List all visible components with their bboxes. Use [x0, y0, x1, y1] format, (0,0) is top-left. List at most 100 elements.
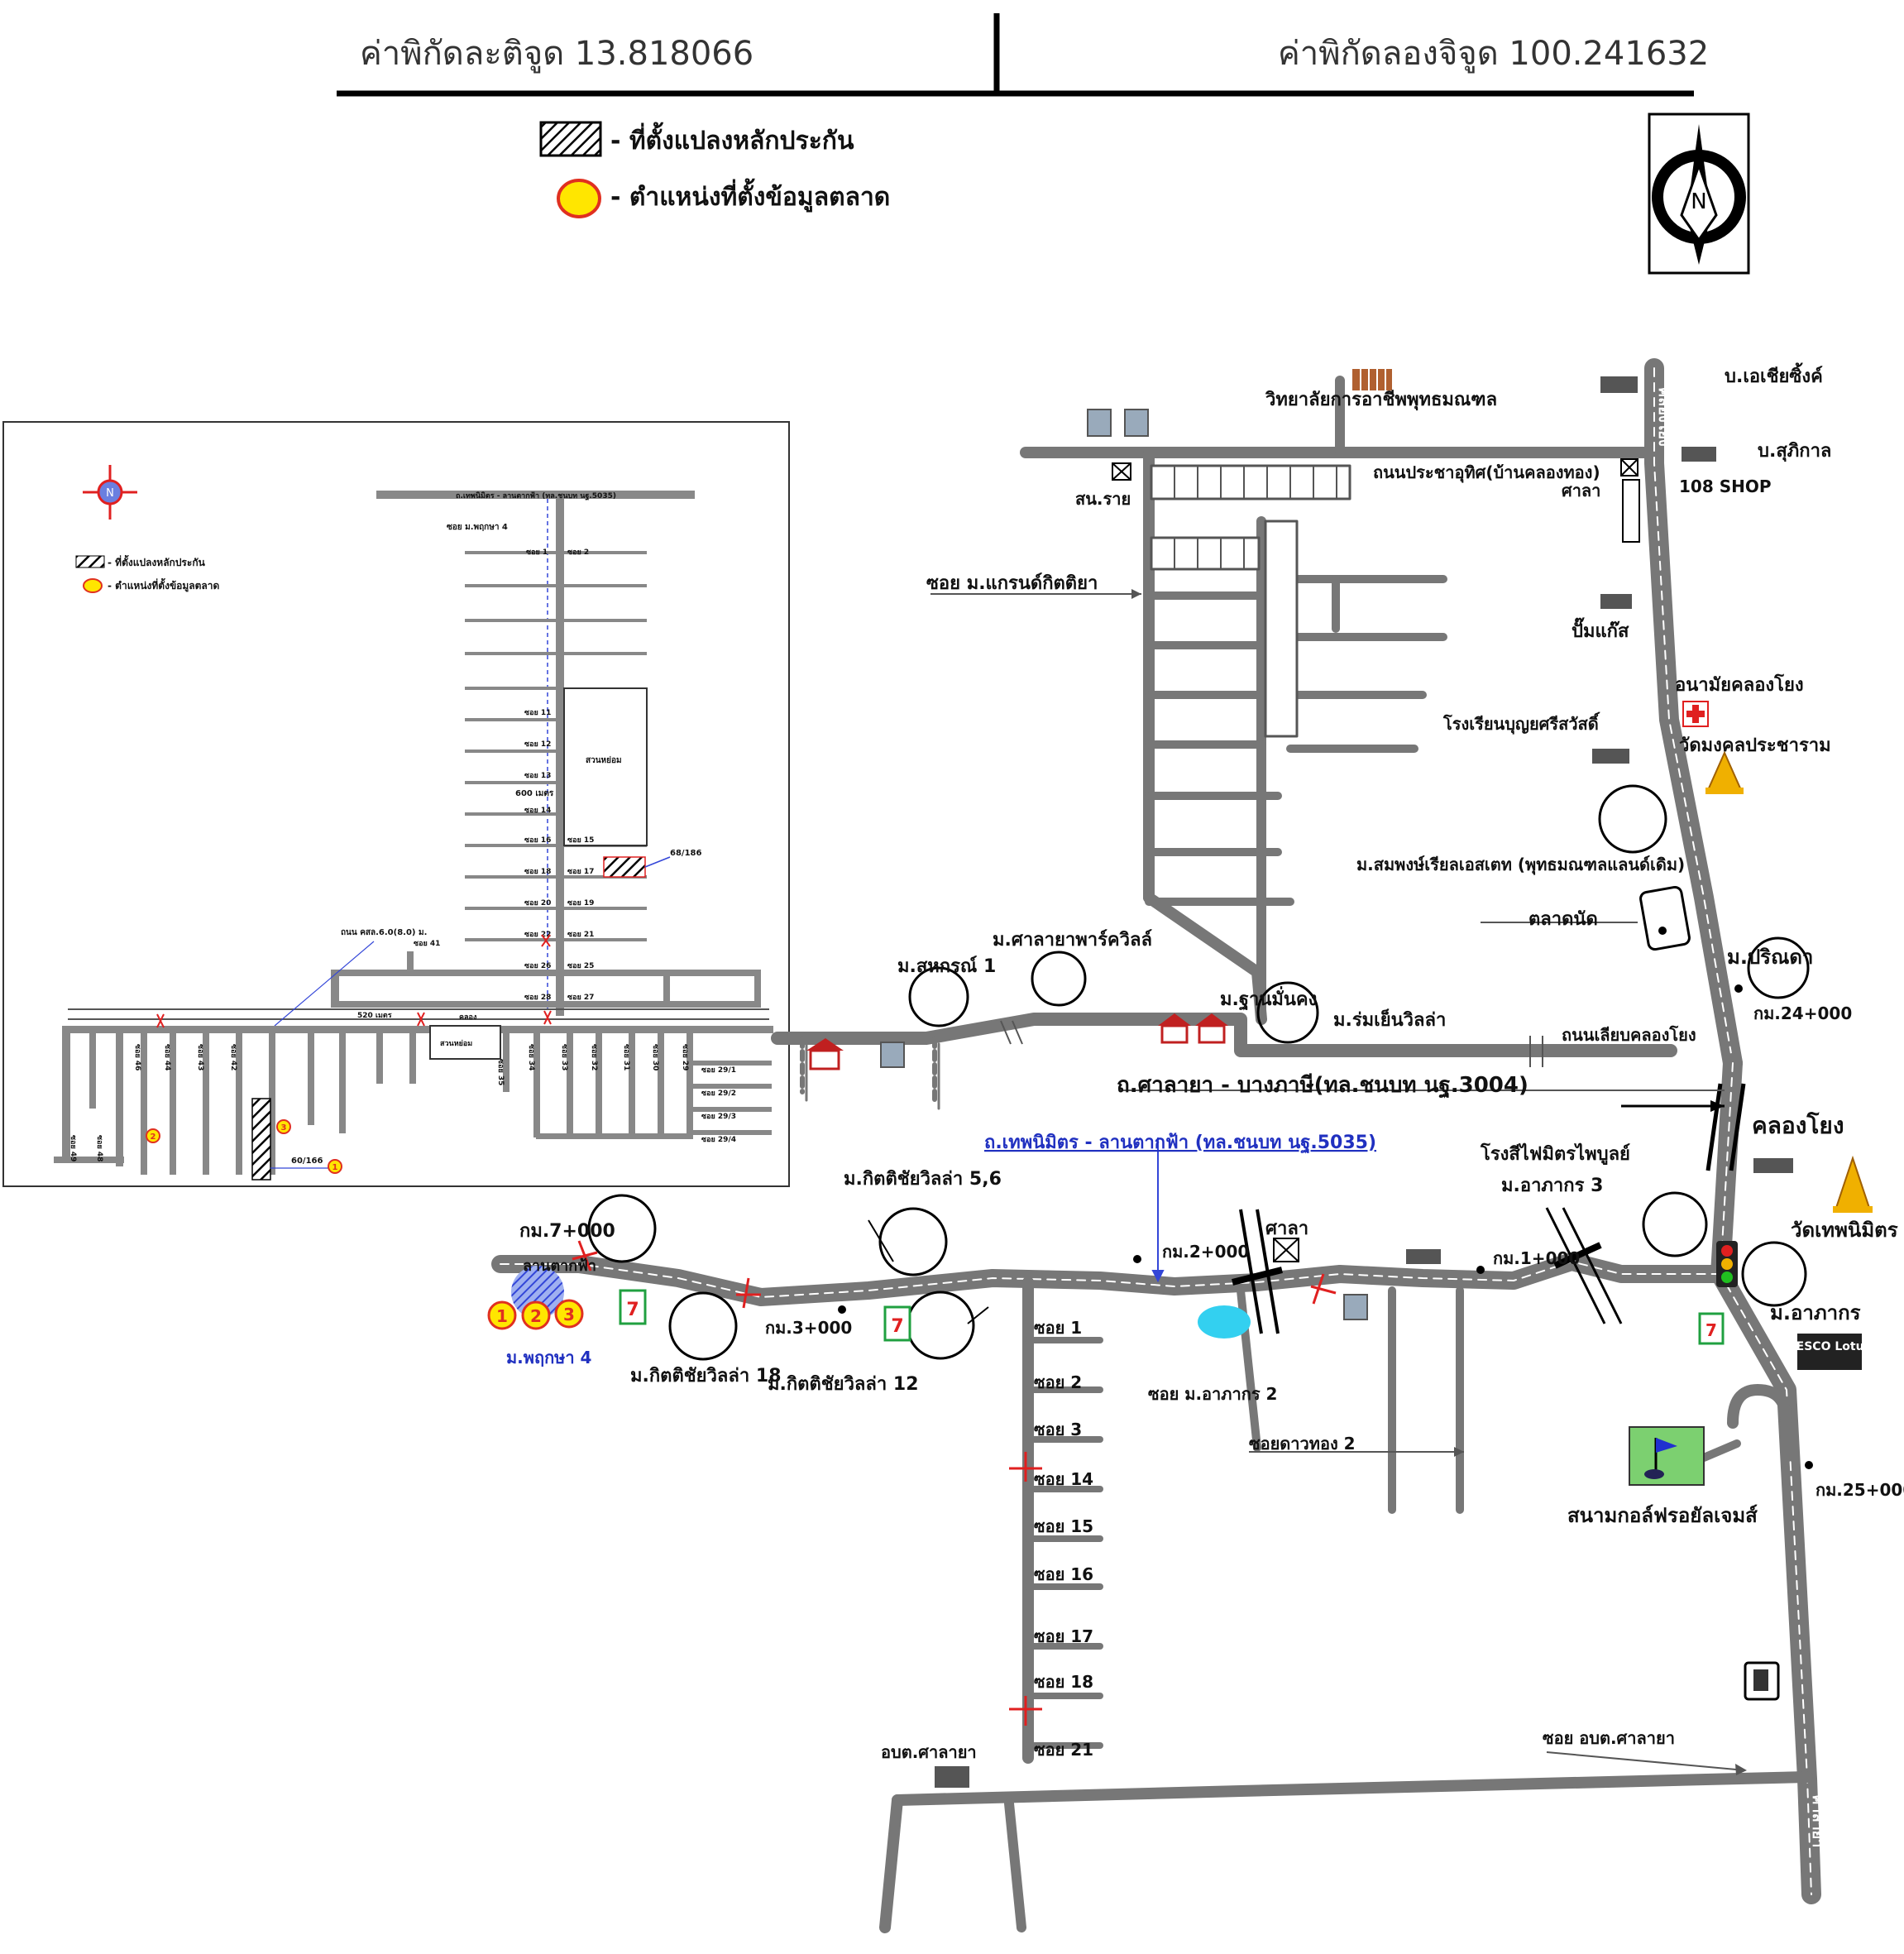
inset-soi-label: ซอย 29/1 [701, 1066, 736, 1075]
inset-soi-label: ซอย 29/4 [701, 1136, 736, 1144]
inset-soi-label: ซอย 31 [622, 1044, 630, 1070]
inset-plot-no-2: 60/166 [291, 1157, 323, 1166]
inset-soi-label: ซอย 29/3 [701, 1113, 736, 1121]
inset-soi-label: ซอย 2 [567, 548, 589, 557]
inset-legend-collateral: - ที่ตั้งแปลงหลักประกัน [108, 554, 206, 568]
inset-soi-village4: ซอย ม.พฤกษา 4 [447, 523, 508, 532]
canal-crossing [1198, 1083, 1746, 1339]
label-school: โรงเรียนบุญยศรีสวัสดิ์ [1442, 711, 1600, 735]
inset-canal: คลอง [459, 1013, 476, 1022]
svg-text:7: 7 [891, 1316, 903, 1337]
label-village-salaya-park: ม.ศาลายาพาร์ควิลล์ [993, 929, 1152, 951]
label-sala-mid: ศาลา [1265, 1219, 1308, 1239]
inset-soi-label: ซอย 30 [651, 1044, 659, 1070]
market-marker-label: 1 [496, 1306, 508, 1326]
label-supakan: บ.สุภิกาล [1758, 441, 1831, 462]
inset-soi-label: ซอย 28 [524, 994, 551, 1002]
main-market-markers: 1 2 3 [487, 1266, 584, 1330]
inset-marker-label: 1 [332, 1163, 338, 1172]
label-soi-arpakorn2: ซอย ม.อาภากร 2 [1148, 1384, 1277, 1404]
inset-soi-label: ซอย 16 [524, 836, 551, 845]
inset-collateral-swatch [75, 555, 105, 568]
inset-plot-no: 68/186 [670, 849, 701, 858]
house-icon [806, 1038, 844, 1070]
label-asia: บ.เอเชียซิ้งค์ [1725, 362, 1823, 387]
inset-soi-label: ซอย 13 [524, 772, 551, 780]
label-soi-21: ซอย 21 [1034, 1740, 1093, 1760]
label-soi-14: ซอย 14 [1034, 1469, 1093, 1489]
inset-soi-label: ซอย 44 [163, 1044, 171, 1070]
inset-soi-label: ซอย 49 [69, 1135, 77, 1161]
seven-eleven-icon: 7 [1698, 1312, 1725, 1345]
college-icon [1352, 369, 1392, 390]
label-road-salaya: ถ.ศาลายา - บางภาษี(ทล.ชนบท นฐ.3004) [1117, 1073, 1528, 1099]
pavilion-icon [1273, 1238, 1299, 1262]
label-market: ตลาดนัด [1528, 909, 1598, 930]
inset-soi-label: ซอย 26 [524, 962, 551, 970]
traffic-light-icon [1716, 1241, 1738, 1287]
factory-icon [935, 376, 1793, 1788]
label-village-kit18: ม.กิตติชัยวิลล่า 18 [630, 1366, 782, 1386]
label-km2: กม.2+000 [1162, 1242, 1249, 1262]
mail-box-icon [1112, 462, 1131, 481]
inset-soi41: ซอย 41 [414, 940, 440, 948]
inset-soi-label: ซอย 11 [524, 709, 551, 717]
legend-collateral-text: - ที่ตั้งแปลงหลักประกัน [610, 122, 854, 156]
inset-marker-label: 2 [151, 1133, 156, 1142]
label-road-thepnimit: ถ.เทพนิมิตร - ลานตากฟ้า (ทล.ชนบท นฐ.5035… [984, 1133, 1376, 1154]
label-soi-16: ซอย 16 [1034, 1564, 1093, 1584]
label-village-parin: ม.ปริณดา [1727, 946, 1813, 969]
label-108shop: 108 SHOP [1679, 477, 1772, 496]
label-temple2: วัดเทพนิมิตร [1791, 1219, 1898, 1242]
inset-soi-label: ซอย 33 [560, 1044, 568, 1070]
seven-eleven-icon: 7 [883, 1305, 911, 1342]
inset-soi-label: ซอย 20 [524, 899, 551, 908]
label-village-arpakorn: ม.อาภากร [1770, 1301, 1861, 1324]
inset-soi-label: ซอย 32 [590, 1044, 598, 1070]
north-arrow-icon: N [1648, 113, 1750, 275]
temple-icon [1705, 750, 1744, 794]
inset-soi-label: ซอย 43 [196, 1044, 204, 1070]
label-village-chan: ม.ฐานมั่นคง [1220, 985, 1317, 1011]
inset-soi-label: ซอย 1 [526, 548, 548, 557]
label-post: สน.ราย [1075, 489, 1131, 509]
inset-soi-label: ซอย 25 [567, 962, 594, 970]
label-village-kit12: ม.กิตติชัยวิลล่า 12 [768, 1374, 919, 1395]
inset-soi-label: ซอย 21 [567, 931, 594, 939]
label-village-arpakorn3: ม.อาภากร 3 [1501, 1176, 1603, 1196]
label-soi-1: ซอย 1 [1034, 1318, 1082, 1338]
inset-marker-label: 3 [281, 1123, 287, 1133]
inset-soi-label: ซอย 12 [524, 740, 551, 749]
golf-icon [1629, 1426, 1705, 1486]
inset-soi-label: ซอย 48 [95, 1135, 103, 1161]
compass-letter: N [1691, 189, 1706, 214]
tesco-label: TESCO Lotus [1788, 1340, 1871, 1353]
inset-soi-label: ซอย 29 [681, 1044, 689, 1070]
pavilion-icon [1620, 458, 1638, 477]
inset-soi-label: ซอย 15 [567, 836, 594, 845]
label-soi-2: ซอย 2 [1034, 1372, 1082, 1392]
label-km25: กม.25+000 [1815, 1480, 1904, 1500]
legend-market-text: - ตำแหน่งที่ตั้งข้อมูลตลาด [610, 178, 890, 213]
label-km24: กม.24+000 [1753, 1003, 1852, 1023]
hospital-icon [1682, 701, 1709, 727]
label-soi-grand: ซอย ม.แกรนด์กิตติยา [926, 572, 1098, 594]
inset-pond-bottom: สวนหย่อม [440, 1039, 472, 1048]
label-village-sampong: ม.สมพงษ์เรียลเอสเตท (พุทธมณฑลแลนด์เดิม) [1356, 855, 1685, 875]
market-block [1639, 885, 1691, 951]
inset-collateral-plot-2 [251, 1098, 271, 1181]
label-soi-15: ซอย 15 [1034, 1516, 1093, 1536]
gas-station-icon [1744, 1661, 1780, 1701]
label-lan: ลานตากฟ้า [523, 1257, 596, 1275]
inset-soi-label: ซอย 42 [229, 1044, 237, 1070]
inset-soi-label: ซอย 17 [567, 868, 594, 876]
inset-soi-label: ซอย 19 [567, 899, 594, 908]
label-road-canal: ถนนเลียบคลองโยง [1562, 1025, 1696, 1045]
label-road-pracha: ถนนประชาอุทิศ(บ้านคลองทอง) [1373, 462, 1600, 483]
collateral-swatch [539, 121, 602, 157]
coordinate-header: ค่าพิกัดละติจูด 13.818066 ค่าพิกัดลองจิจ… [337, 13, 1709, 97]
longitude-text: ค่าพิกัดลองจิจูด 100.241632 [1278, 35, 1709, 73]
label-soi-daothong: ซอยดาวทอง 2 [1249, 1434, 1356, 1454]
label-soi-17: ซอย 17 [1034, 1626, 1093, 1646]
